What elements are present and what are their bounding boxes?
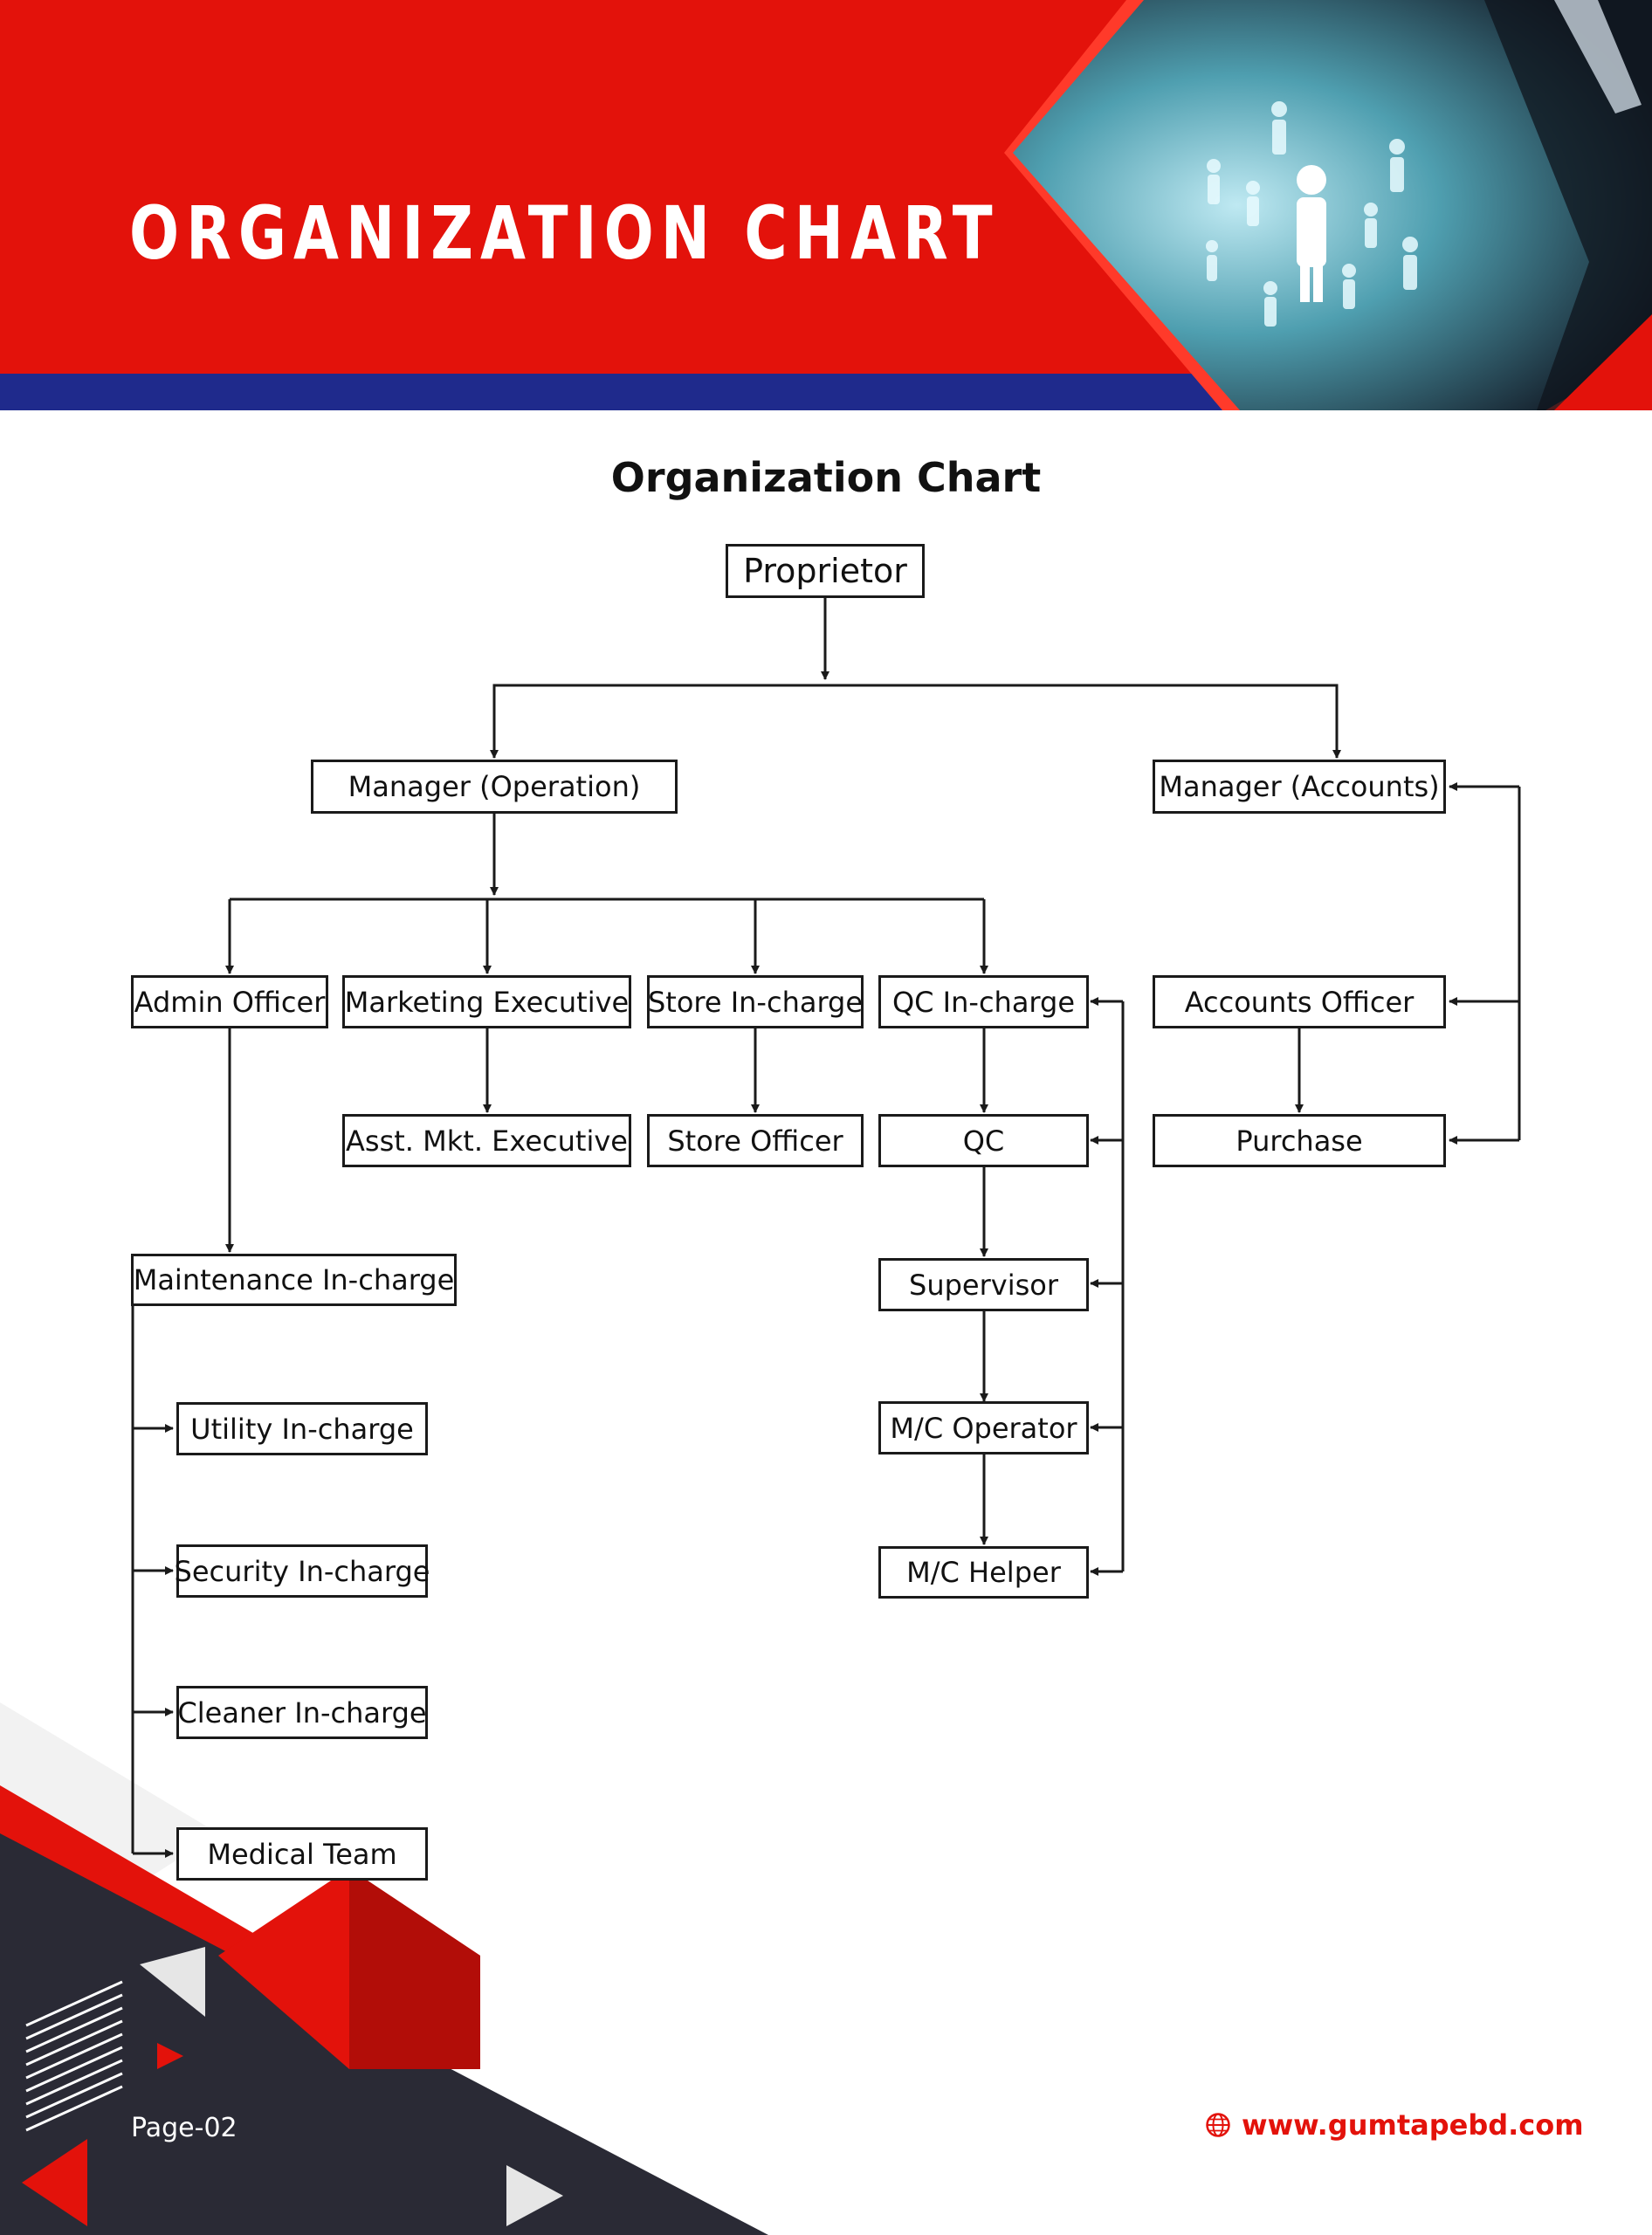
page-number: Page-02 <box>131 2113 237 2143</box>
globe-icon <box>1206 2113 1230 2137</box>
node-asst-mkt-executive: Asst. Mkt. Executive <box>342 1114 631 1167</box>
node-mc-helper: M/C Helper <box>878 1546 1089 1599</box>
header-title: ORGANIZATION CHART <box>129 190 1000 276</box>
node-store-incharge: Store In-charge <box>647 975 864 1028</box>
website-link[interactable]: www.gumtapebd.com <box>1205 2108 1584 2142</box>
node-cleaner-incharge: Cleaner In-charge <box>176 1686 428 1739</box>
node-maintenance-incharge: Maintenance In-charge <box>131 1254 457 1306</box>
node-medical-team: Medical Team <box>176 1827 428 1881</box>
node-qc-incharge: QC In-charge <box>878 975 1089 1028</box>
node-utility-incharge: Utility In-charge <box>176 1402 428 1455</box>
connector-lines <box>131 598 1521 1858</box>
node-qc: QC <box>878 1114 1089 1167</box>
stripes-pattern <box>25 1980 123 2132</box>
node-manager-operation: Manager (Operation) <box>311 760 678 814</box>
people-icon <box>1206 101 1418 327</box>
connector-managers-bus <box>492 684 1339 758</box>
node-purchase: Purchase <box>1153 1114 1446 1167</box>
node-proprietor: Proprietor <box>726 544 925 598</box>
node-supervisor: Supervisor <box>878 1258 1089 1311</box>
node-admin-officer: Admin Officer <box>131 975 328 1028</box>
chart-title: Organization Chart <box>610 454 1042 501</box>
node-security-incharge: Security In-charge <box>175 1544 430 1598</box>
leader-icon <box>1297 165 1326 302</box>
node-store-officer: Store Officer <box>647 1114 864 1167</box>
node-marketing-executive: Marketing Executive <box>342 975 631 1028</box>
header-banner <box>0 0 1652 410</box>
node-accounts-officer: Accounts Officer <box>1153 975 1446 1028</box>
header-photo <box>1013 0 1652 410</box>
footer-decoration <box>0 1702 768 2235</box>
website-text[interactable]: www.gumtapebd.com <box>1242 2108 1584 2142</box>
node-mc-operator: M/C Operator <box>878 1401 1089 1454</box>
node-manager-accounts: Manager (Accounts) <box>1153 760 1446 814</box>
